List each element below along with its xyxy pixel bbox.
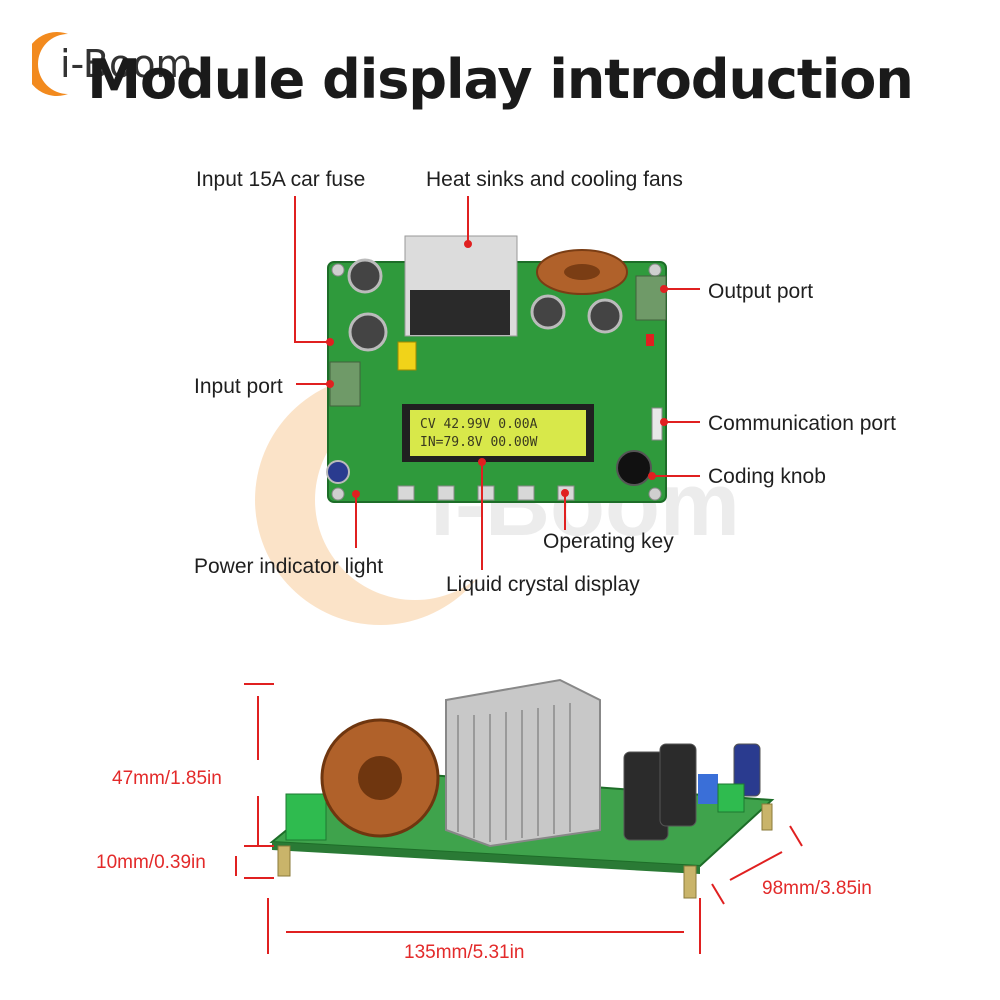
label-input-port: Input port [194,375,283,398]
coding-knob [616,450,652,486]
logo-swoosh-icon [32,32,68,96]
cooling-fan [410,290,510,335]
lcd-line-2: IN=79.8V 00.00W [420,435,538,450]
label-output-port: Output port [708,280,814,303]
logo-text: i-Boom [60,42,193,86]
fuse [397,341,417,371]
label-lcd: Liquid crystal display [446,573,640,596]
brand-logo: i-Boom [32,28,222,100]
label-communication-port: Communication port [708,412,896,435]
lcd-screen [410,410,586,456]
dimension-lines [235,683,803,954]
dimension-height: 47mm/1.85in [112,768,222,789]
page-title: Module display introduction [87,48,914,111]
label-power-indicator: Power indicator light [194,555,384,578]
label-coding-knob: Coding knob [708,465,826,488]
lcd-line-1: CV 42.99V 0.00A [420,417,538,432]
label-heat-sinks: Heat sinks and cooling fans [426,168,683,191]
annotation-lines [294,196,700,570]
dimension-depth: 98mm/3.85in [762,878,872,899]
dimension-board-thickness: 10mm/0.39in [96,852,206,873]
label-input-fuse: Input 15A car fuse [196,168,366,191]
dimension-width: 135mm/5.31in [404,942,525,963]
label-operating-key: Operating key [543,530,674,553]
